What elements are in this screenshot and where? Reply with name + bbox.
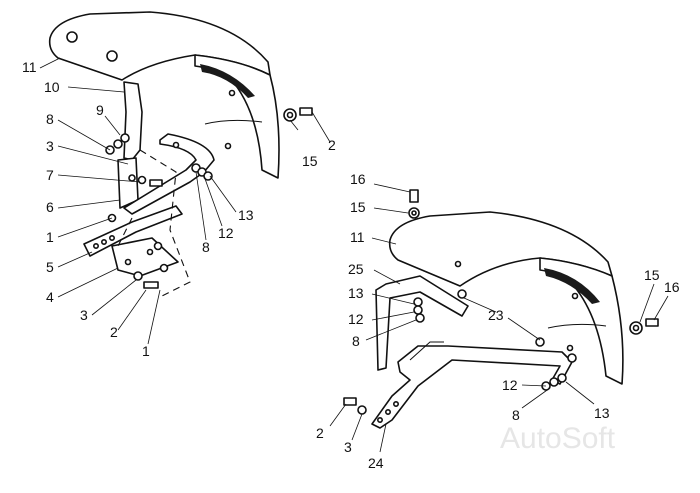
callout-label: 16 (350, 171, 366, 187)
callout-label: 2 (328, 137, 336, 153)
left-base-plate (111, 237, 179, 277)
callout-label: 2 (110, 324, 118, 340)
callout-label: 12 (502, 377, 518, 393)
watermark-text: AutoSoft (500, 422, 616, 455)
left-vertical-bracket (123, 81, 143, 161)
right-upper-bracket (375, 275, 469, 371)
callout-label: 3 (46, 138, 54, 154)
left-fender-shading (200, 64, 255, 98)
callout-label: 11 (22, 59, 37, 75)
callout-label: 8 (352, 333, 360, 349)
left-mounting-strip (83, 205, 183, 257)
callout-label: 3 (344, 439, 352, 455)
plate-hole (146, 248, 154, 256)
right-fender-shading (544, 268, 600, 304)
callout-label: 3 (80, 307, 88, 323)
strip-hole (101, 239, 108, 246)
callout-label: 12 (218, 225, 234, 241)
strip-hole (93, 243, 100, 250)
callout-label: 24 (368, 455, 384, 471)
frame-lip (409, 341, 444, 361)
callout-label: 1 (142, 343, 150, 359)
callout-label: 8 (202, 239, 210, 255)
right-leader-lines (329, 183, 669, 453)
left-fender-hole (224, 142, 232, 150)
right-support-frame (371, 345, 573, 429)
callout-label: 15 (302, 153, 318, 169)
right-fender-edge (397, 259, 461, 287)
right-fender-hole (454, 260, 462, 268)
callout-label: 9 (96, 102, 104, 118)
callout-label: 2 (316, 425, 324, 441)
callout-label: 4 (46, 289, 54, 305)
left-fender-rib (204, 119, 263, 125)
callout-label: 16 (664, 279, 680, 295)
callout-label: 7 (46, 167, 54, 183)
callout-label: 6 (46, 199, 54, 215)
callout-label: 13 (238, 207, 254, 223)
callout-label: 15 (350, 199, 366, 215)
right-fender-rib (547, 323, 607, 329)
callout-label: 12 (348, 311, 364, 327)
arm-hole (172, 141, 180, 149)
callout-label: 11 (350, 229, 365, 245)
right-fender-hole (571, 292, 579, 300)
callout-label: 5 (46, 259, 54, 275)
left-leader-lines (39, 57, 331, 345)
frame-hole (392, 400, 399, 407)
callout-label: 1 (46, 229, 54, 245)
right-fender-assembly (329, 183, 669, 453)
left-fender-bolt-head (106, 50, 118, 62)
left-fender-assembly (39, 11, 331, 345)
callout-label: 8 (46, 111, 54, 127)
callout-labels: 11 10 9 8 3 7 6 1 5 4 3 2 1 2 15 13 12 8… (22, 59, 680, 471)
frame-hole (376, 416, 383, 423)
left-fender-hole (228, 89, 236, 97)
callout-label: 23 (488, 307, 504, 323)
assembly-guide-line (139, 149, 191, 297)
callout-label: 8 (512, 407, 520, 423)
assembly-guide-line (115, 217, 133, 251)
right-fender-hole (566, 344, 574, 352)
strip-hole (109, 235, 116, 242)
left-fender-edge (57, 57, 123, 81)
left-fender-bolt-head (66, 31, 78, 43)
callout-label: 13 (348, 285, 364, 301)
callout-label: 10 (44, 79, 60, 95)
frame-hole (384, 408, 391, 415)
plate-hole (124, 258, 132, 266)
callout-label: 25 (348, 261, 364, 277)
callout-label: 15 (644, 267, 660, 283)
callout-label: 13 (594, 405, 610, 421)
